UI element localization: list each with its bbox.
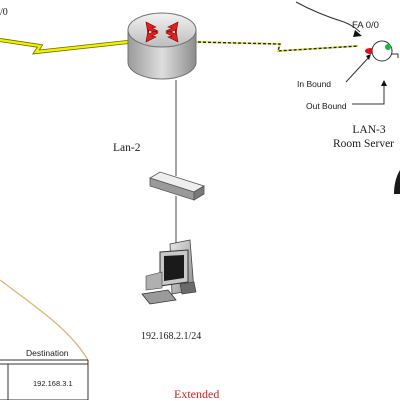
inbound-pointer: [345, 55, 371, 83]
inbound-arrowhead: [366, 54, 371, 60]
edge-device-fragment: [394, 170, 400, 194]
link-router-to-lan3: [195, 41, 359, 52]
outbound-pointer: [352, 84, 385, 105]
lan2-ip-label: 192.168.2.1/24: [141, 331, 202, 342]
outbound-arrowhead: [381, 80, 387, 86]
annotation-curve: [295, 1, 361, 33]
pc-icon: [141, 239, 197, 305]
router-icon: [127, 12, 197, 80]
top-left-label: /0: [0, 7, 8, 18]
orange-curve: [0, 279, 89, 361]
outbound-marker: [385, 44, 391, 50]
lan3-label: LAN-3: [352, 124, 386, 136]
in-bound-label: In Bound: [297, 79, 332, 89]
table-header: Destination: [26, 348, 69, 358]
serial-link-left: [0, 38, 129, 55]
out-bound-label: Out Bound: [306, 101, 347, 111]
annotation-arrowhead: [353, 30, 362, 37]
extended-label: Extended: [174, 387, 220, 401]
lan2-label: Lan-2: [113, 142, 141, 154]
table-cell: 192.168.3.1: [33, 379, 73, 388]
switch-icon: [149, 171, 205, 201]
lan3-interface: [365, 40, 399, 62]
room-server-label: Room Server: [333, 138, 395, 150]
fa-port-label: FA 0/0: [352, 20, 379, 31]
route-table: [0, 359, 89, 400]
